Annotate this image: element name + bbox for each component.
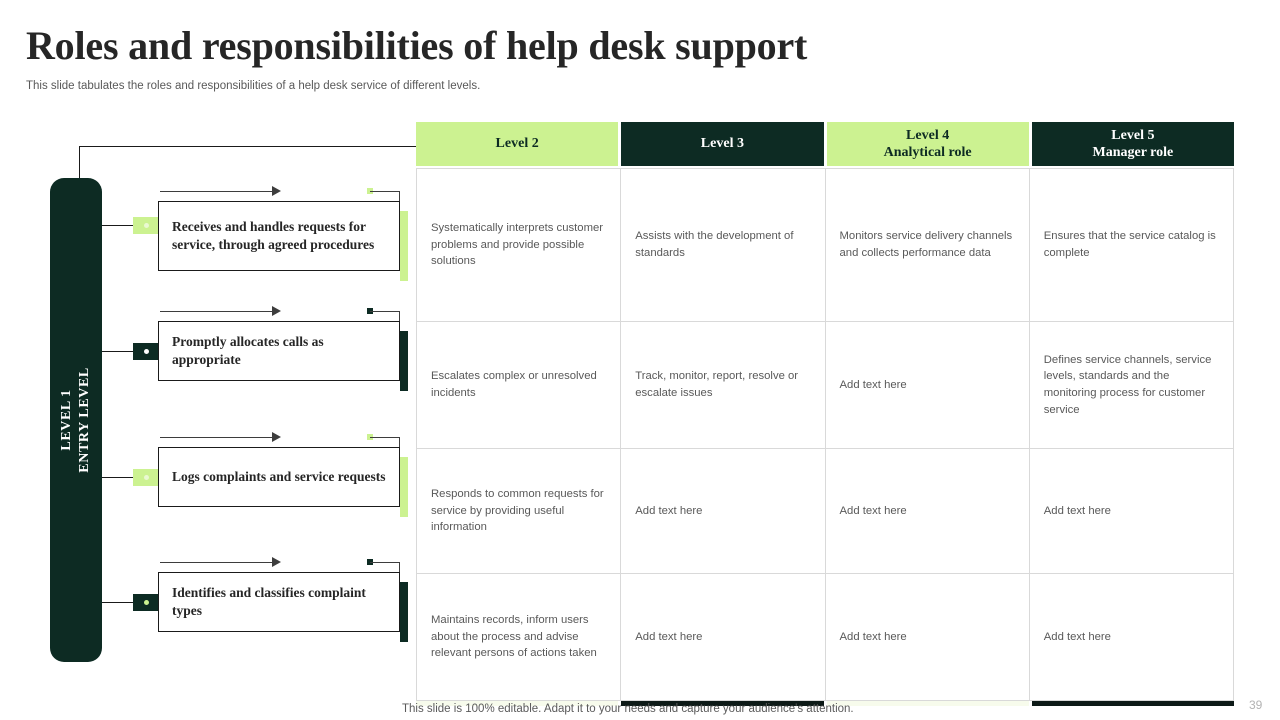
task-arrow-line-1 [160,191,272,193]
task-label-3: Logs complaints and service requests [172,469,386,485]
connector-line-task-3 [102,477,133,479]
table-cell-r1c2[interactable]: Assists with the development of standard… [621,169,826,321]
level1-line2: ENTRY LEVEL [77,367,92,473]
connector-tab-task-4 [133,594,159,611]
table-cell-r3c1[interactable]: Responds to common requests for service … [417,449,622,573]
table-body: Systematically interprets customer probl… [416,168,1234,701]
task-bracket-vertical-4 [399,562,401,574]
page-number: 39 [1249,698,1263,712]
table-header-level-5-line1: Level 5 [1111,127,1155,143]
connector-tab-task-3 [133,469,159,486]
table-footer-accent-col-3 [826,701,1029,706]
task-bracket-horizontal-3 [370,437,400,439]
page-subtitle: This slide tabulates the roles and respo… [26,80,481,92]
table-row: Responds to common requests for service … [417,449,1234,574]
task-bracket-horizontal-4 [370,562,400,564]
levels-comparison-table: Level 2 Level 3 Level 4 Analytical role … [416,122,1234,706]
table-header-level-2-line1: Level 2 [495,136,539,152]
connector-dot-icon [143,223,149,228]
task-box-3[interactable]: Logs complaints and service requests [158,447,400,507]
table-cell-r3c2[interactable]: Add text here [621,449,826,573]
task-accent-shadow-3 [400,457,408,517]
table-cell-r1c4[interactable]: Ensures that the service catalog is comp… [1030,169,1234,321]
task-box-1[interactable]: Receives and handles requests for servic… [158,201,400,271]
connector-line-task-4 [102,602,133,604]
table-cell-r4c1[interactable]: Maintains records, inform users about th… [417,574,622,700]
table-header-level-2[interactable]: Level 2 [416,122,619,166]
table-header-level-4[interactable]: Level 4 Analytical role [826,122,1029,166]
table-footer-accent-col-1 [416,701,619,706]
level1-top-connector-vertical [79,146,81,184]
task-accent-shadow-2 [400,331,408,391]
task-label-4: Identifies and classifies complaint type… [172,585,366,618]
level1-label: LEVEL 1 ENTRY LEVEL [58,367,94,473]
table-cell-r2c3[interactable]: Add text here [826,322,1030,448]
task-label-1: Receives and handles requests for servic… [172,219,375,252]
task-bracket-vertical-2 [399,311,401,323]
table-row: Systematically interprets customer probl… [417,168,1234,322]
connector-dot-icon [143,475,149,480]
task-arrow-line-3 [160,437,272,439]
connector-line-task-2 [102,351,133,353]
task-arrow-line-4 [160,562,272,564]
connector-tab-task-1 [133,217,159,234]
connector-tab-task-2 [133,343,159,360]
connector-line-task-1 [102,225,133,227]
task-label-2: Promptly allocates calls as appropriate [172,334,324,367]
task-bracket-vertical-3 [399,437,401,449]
task-box-2[interactable]: Promptly allocates calls as appropriate [158,321,400,381]
task-arrow-line-2 [160,311,272,313]
table-header-level-3-line1: Level 3 [700,136,744,152]
table-cell-r3c4[interactable]: Add text here [1030,449,1234,573]
level1-entry-level-bar: LEVEL 1 ENTRY LEVEL [50,178,102,662]
table-cell-r4c3[interactable]: Add text here [826,574,1030,700]
table-cell-r1c3[interactable]: Monitors service delivery channels and c… [826,169,1030,321]
task-arrow-head-4 [272,557,281,567]
level1-line1: LEVEL 1 [59,389,75,451]
table-header-level-5[interactable]: Level 5 Manager role [1031,122,1234,166]
table-row: Maintains records, inform users about th… [417,574,1234,701]
table-row: Escalates complex or unresolved incident… [417,322,1234,449]
table-footer-accent-col-4 [1031,701,1234,706]
task-card-2[interactable]: Promptly allocates calls as appropriate [158,306,408,391]
table-cell-r2c1[interactable]: Escalates complex or unresolved incident… [417,322,622,448]
table-cell-r2c4[interactable]: Defines service channels, service levels… [1030,322,1234,448]
task-card-3[interactable]: Logs complaints and service requests [158,432,408,517]
table-header-level-4-line1: Level 4 [906,127,950,143]
task-bracket-horizontal-2 [370,311,400,313]
table-header-level-4-line2: Analytical role [883,145,972,160]
task-box-4[interactable]: Identifies and classifies complaint type… [158,572,400,632]
table-header-level-5-line2: Manager role [1092,145,1174,160]
task-accent-shadow-1 [400,211,408,281]
task-card-4[interactable]: Identifies and classifies complaint type… [158,557,408,642]
table-header-row: Level 2 Level 3 Level 4 Analytical role … [416,122,1234,166]
task-bracket-vertical-1 [399,191,401,203]
task-accent-shadow-4 [400,582,408,642]
table-footer-accent-col-2 [621,701,824,706]
level1-top-connector-horizontal [79,146,419,148]
connector-dot-icon [143,600,149,605]
table-header-level-3[interactable]: Level 3 [621,122,824,166]
table-cell-r3c3[interactable]: Add text here [826,449,1030,573]
table-cell-r2c2[interactable]: Track, monitor, report, resolve or escal… [621,322,826,448]
page-title: Roles and responsibilities of help desk … [26,23,808,68]
task-arrow-head-3 [272,432,281,442]
task-card-1[interactable]: Receives and handles requests for servic… [158,186,408,281]
table-cell-r4c4[interactable]: Add text here [1030,574,1234,700]
table-cell-r1c1[interactable]: Systematically interprets customer probl… [417,169,622,321]
table-cell-r4c2[interactable]: Add text here [621,574,826,700]
task-arrow-head-2 [272,306,281,316]
slide-footnote: This slide is 100% editable. Adapt it to… [402,703,854,715]
task-bracket-horizontal-1 [370,191,400,193]
table-footer-accent-strip [416,701,1234,706]
connector-dot-icon [143,349,149,354]
task-arrow-head-1 [272,186,281,196]
